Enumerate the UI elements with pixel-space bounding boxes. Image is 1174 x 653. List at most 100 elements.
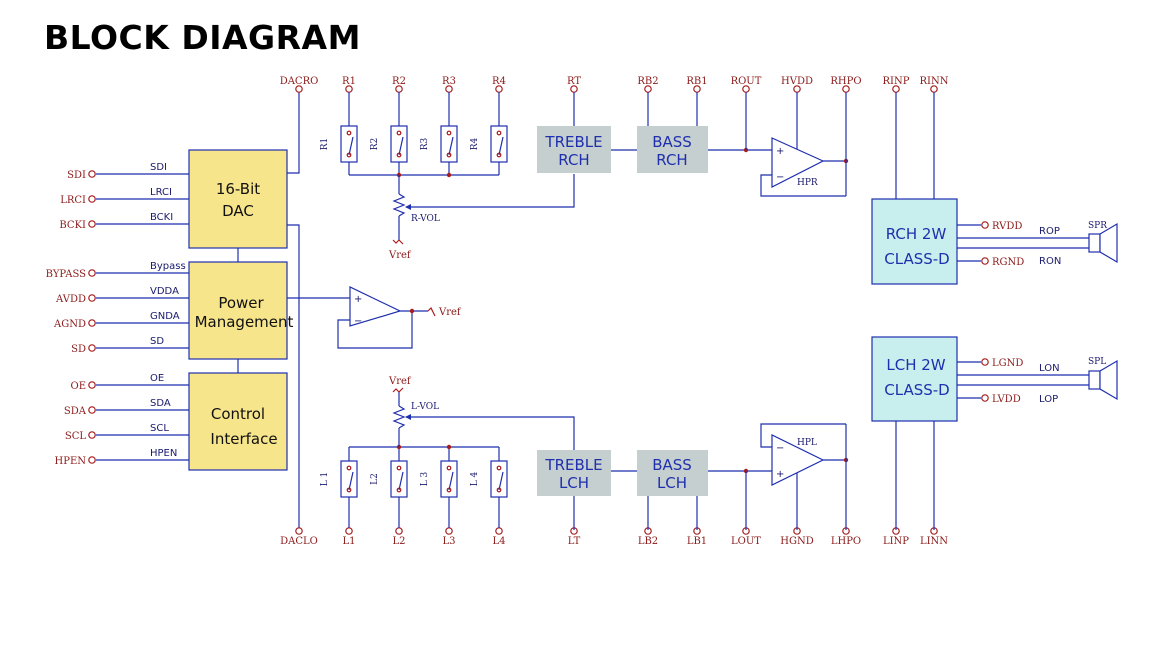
pin-scl: SCL [65,431,87,442]
r-vol-label: R-VOL [411,214,440,224]
bass-r-label-1: BASS [652,133,692,151]
vref-label-l: Vref [388,376,412,387]
pin-linn: LINN [920,536,948,547]
class-d-r-label-2: CLASS-D [884,250,949,268]
pin-rb1: RB1 [686,76,707,87]
power-label-1: Power [218,294,264,312]
dac-label-2: DAC [222,202,254,220]
hpl-amp [771,434,825,486]
signal-lon: LON [1039,363,1060,374]
svg-text:−: − [776,172,784,183]
pin-avdd: AVDD [55,294,86,305]
pin-rout: ROUT [731,76,762,87]
l-vol-label: L-VOL [411,402,439,412]
pin-lhpo: LHPO [831,536,861,547]
switch-r3 [440,125,458,163]
pin-bypass: BYPASS [46,269,86,280]
pin-daclo: DACLO [280,536,318,547]
signal-lrci: LRCI [150,187,172,198]
speaker-l-label: SPL [1088,357,1106,367]
bass-rch-block [637,126,708,173]
pin-l3: L3 [442,536,455,547]
class-d-lch-block [871,336,958,422]
pin-lvdd: LVDD [992,394,1021,405]
class-d-rch-block [871,198,958,285]
pin-bcki: BCKI [59,220,86,231]
switch-label-l-1: L 1 [320,472,330,487]
svg-text:+: + [776,146,784,157]
bass-r-label-2: RCH [656,151,687,169]
svg-text:−: − [354,316,362,327]
pin-rb2: RB2 [637,76,658,87]
switch-l2 [390,460,408,498]
pin-lb2: LB2 [638,536,658,547]
speaker-r-icon [1088,222,1118,264]
left-input-pins: SDISDILRCILRCIBCKIBCKIBYPASSBypassAVDDVD… [46,162,189,467]
control-label-1: Control [211,405,265,423]
signal-rop: ROP [1039,226,1060,237]
pin-lt: LT [568,536,581,547]
pin-hgnd: HGND [780,536,813,547]
pin-rinn: RINN [920,76,949,87]
bass-lch-block [637,450,708,496]
power-management-block [188,261,288,360]
treble-r-label-1: TREBLE [544,133,602,151]
signal-sd: SD [150,336,164,347]
signal-ron: RON [1039,256,1061,267]
signal-gnda: GNDA [150,311,180,322]
speaker-r-label: SPR [1088,221,1107,231]
pin-hpen: HPEN [55,456,87,467]
treble-rch-block [537,126,611,173]
hpr-amp [771,137,825,188]
pin-lb1: LB1 [687,536,707,547]
pin-sdi: SDI [67,170,86,181]
switch-r2 [390,125,408,163]
pin-linp: LINP [883,536,909,547]
pin-r3: R3 [442,76,456,87]
signal-bypass: Bypass [150,261,186,272]
svg-text:−: − [776,443,784,454]
switch-r4 [490,125,508,163]
switch-label-r3: R3 [420,137,430,150]
pin-agnd: AGND [53,319,86,330]
switch-r1 [340,125,358,163]
pin-lrci: LRCI [60,195,86,206]
pin-sd: SD [71,344,86,355]
pin-lout: LOUT [731,536,761,547]
pin-l2: L2 [392,536,405,547]
pin-hvdd: HVDD [781,76,813,87]
treble-lch-block [537,450,611,496]
pin-l1: L1 [342,536,355,547]
hpl-label: HPL [797,438,817,448]
switch-label-r4: R4 [470,137,480,150]
class-d-l-label-2: CLASS-D [884,381,949,399]
dac-label-1: 16-Bit [216,180,260,198]
vref-label-r: Vref [388,250,412,261]
signal-sda: SDA [150,398,171,409]
dac-block [188,149,288,249]
pin-r4: R4 [492,76,506,87]
treble-l-label-1: TREBLE [544,456,602,474]
pin-rinp: RINP [883,76,910,87]
bass-l-label-2: LCH [657,474,687,492]
vref-label-buffer: Vref [438,307,462,318]
signal-oe: OE [150,373,164,384]
control-label-2: Interface [210,430,277,448]
class-d-l-label-1: LCH 2W [886,356,945,374]
pin-r2: R2 [392,76,406,87]
hpr-label: HPR [797,178,818,188]
class-d-r-label-1: RCH 2W [886,225,947,243]
svg-text:+: + [776,469,784,480]
pin-rt: RT [567,76,581,87]
pin-rgnd: RGND [992,257,1024,268]
switch-label-r2: R2 [370,138,380,151]
switch-l-1 [340,460,358,498]
signal-vdda: VDDA [150,286,179,297]
bass-l-label-1: BASS [652,456,692,474]
signal-bcki: BCKI [150,212,173,223]
signal-hpen: HPEN [150,448,177,459]
switch-label-r1: R1 [320,138,330,151]
